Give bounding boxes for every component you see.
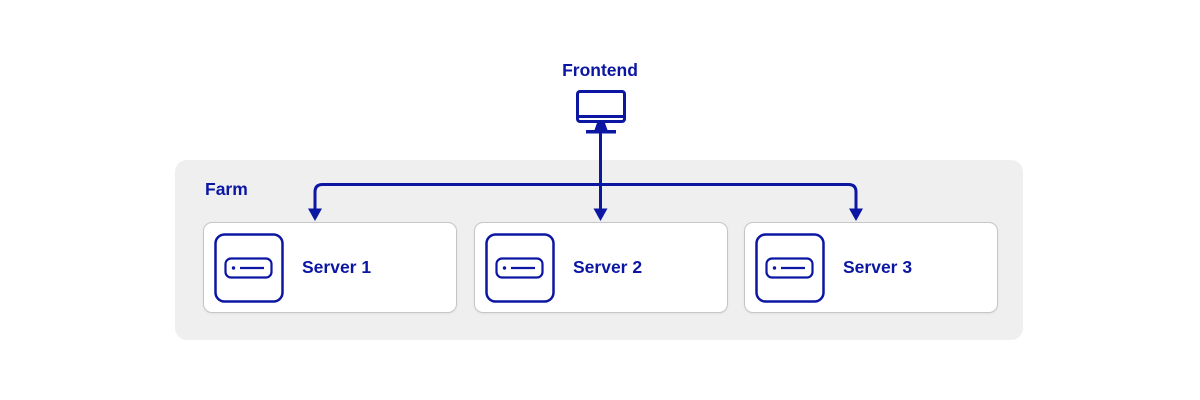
server-card-3: Server 3 <box>744 222 998 313</box>
farm-group: Farm Server 1 Server 2 <box>175 160 1023 340</box>
server-icon <box>214 232 284 303</box>
server-label: Server 3 <box>843 257 913 277</box>
server-label: Server 1 <box>302 257 372 277</box>
server-label: Server 2 <box>573 257 643 277</box>
frontend-node-label: Frontend <box>562 60 638 80</box>
server-icon <box>755 232 825 303</box>
server-card-2: Server 2 <box>474 222 728 313</box>
farm-group-label: Farm <box>205 179 248 199</box>
server-card-1: Server 1 <box>203 222 457 313</box>
monitor-icon <box>576 90 626 134</box>
server-icon <box>485 232 555 303</box>
